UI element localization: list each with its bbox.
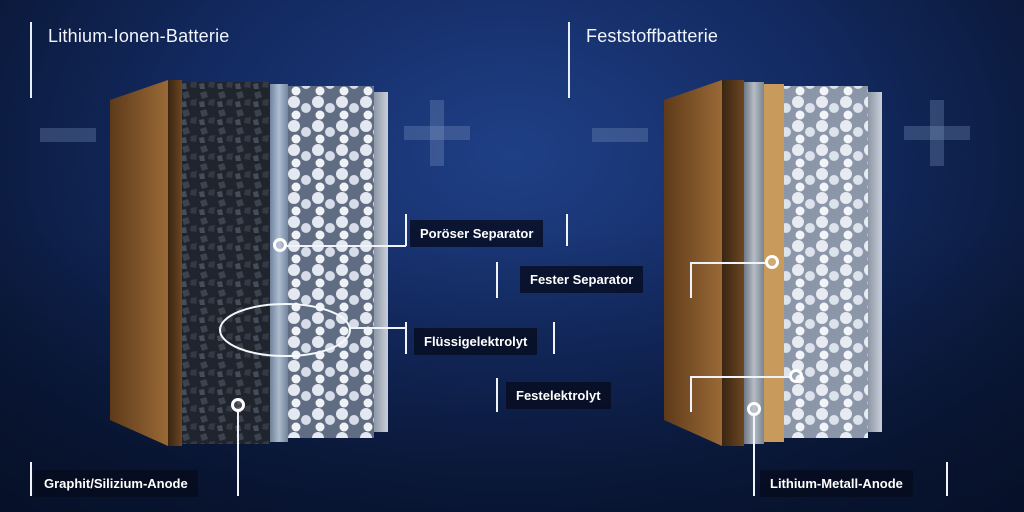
porous-separator-leader-h xyxy=(287,245,406,247)
porous-separator-layer xyxy=(270,84,288,442)
liquid-electrolyte-ellipse xyxy=(219,303,351,357)
porous-separator-leader-v xyxy=(405,214,407,246)
liquid-electrolyte-end-bar xyxy=(553,322,555,354)
porous-separator-marker xyxy=(273,238,287,252)
plus-sign-left-h xyxy=(404,126,470,140)
left-copper-collector xyxy=(110,80,168,446)
plus-sign-left-v xyxy=(430,100,444,166)
minus-sign-left xyxy=(40,128,96,142)
liquid-electrolyte-leader-h xyxy=(350,327,406,329)
right-cathode-collector xyxy=(868,92,882,432)
solid-separator-label: Fester Separator xyxy=(520,266,644,293)
lithium-anode-label: Lithium-Metall-Anode xyxy=(760,470,913,497)
solid-separator-start-bar xyxy=(496,262,498,298)
liquid-electrolyte-leader-v xyxy=(405,322,407,354)
graphite-anode-layer xyxy=(182,82,270,444)
left-title: Lithium-Ionen-Batterie xyxy=(48,26,230,46)
solid-separator-leader-h xyxy=(690,262,766,264)
solid-electrolyte-start-bar xyxy=(496,378,498,412)
plus-sign-right-v xyxy=(930,100,944,166)
lithium-ion-cell xyxy=(110,80,388,446)
lithium-anode-end-bar xyxy=(946,462,948,496)
right-cathode-layer xyxy=(784,86,868,438)
left-cathode-collector xyxy=(374,92,388,432)
left-cathode-layer xyxy=(288,86,374,438)
right-title-bar xyxy=(568,22,570,98)
porous-separator-label: Poröser Separator xyxy=(410,220,544,247)
porous-separator-end-bar xyxy=(566,214,568,246)
solid-separator-marker xyxy=(765,255,779,269)
lithium-anode-marker xyxy=(747,402,761,416)
solid-electrolyte-label: Festelektrolyt xyxy=(506,382,611,409)
graphite-anode-marker xyxy=(231,398,245,412)
solid-separator-leader-v xyxy=(690,262,692,298)
minus-sign-right xyxy=(592,128,648,142)
right-title: Feststoffbatterie xyxy=(586,26,719,46)
liquid-electrolyte-label: Flüssigelektrolyt xyxy=(414,328,538,355)
plus-sign-right-h xyxy=(904,126,970,140)
left-title-bar xyxy=(30,22,32,98)
graphite-anode-leader-v xyxy=(237,412,239,496)
solid-electrolyte-marker xyxy=(789,369,803,383)
graphite-anode-start-bar xyxy=(30,462,32,496)
left-copper-edge xyxy=(168,80,182,446)
solid-electrolyte-leader-h xyxy=(690,376,790,378)
graphite-anode-label: Graphit/Silizium-Anode xyxy=(34,470,198,497)
lithium-anode-leader-v xyxy=(753,416,755,496)
solid-electrolyte-leader-v xyxy=(690,376,692,412)
